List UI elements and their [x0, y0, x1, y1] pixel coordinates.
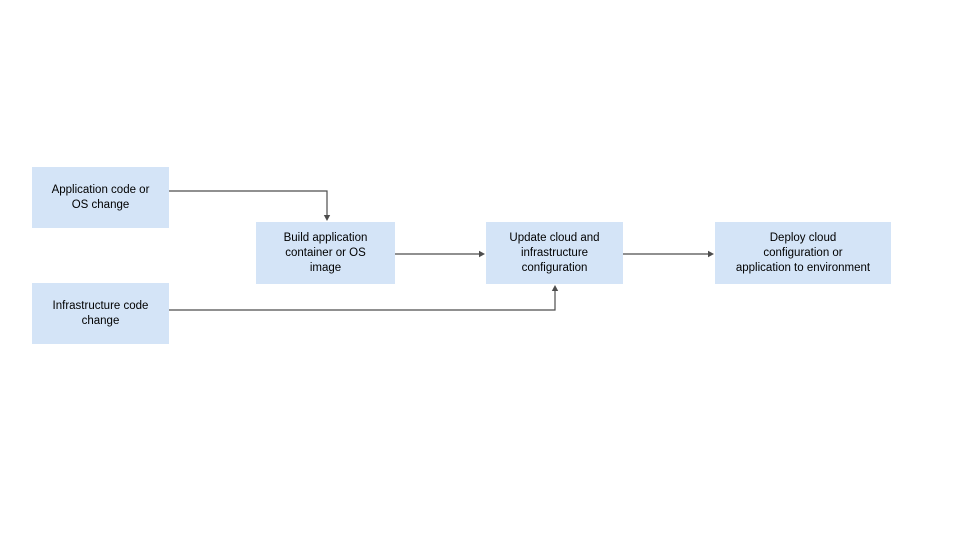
- arrowhead: [708, 250, 714, 258]
- edge-update-to-deploy: [623, 250, 714, 258]
- node-build-application[interactable]: Build application container or OS image: [256, 222, 395, 284]
- arrowhead: [323, 215, 331, 221]
- edge-build-to-update: [395, 250, 485, 258]
- node-deploy-cloud[interactable]: Deploy cloud configuration or applicatio…: [715, 222, 891, 284]
- arrowhead: [551, 285, 559, 291]
- edge-infra-code-to-update: [169, 285, 559, 311]
- node-update-configuration[interactable]: Update cloud and infrastructure configur…: [486, 222, 623, 284]
- node-app-code-change[interactable]: Application code or OS change: [32, 167, 169, 228]
- arrowhead: [479, 250, 485, 258]
- edge-app-code-to-build: [169, 190, 331, 221]
- node-infrastructure-code-change[interactable]: Infrastructure code change: [32, 283, 169, 344]
